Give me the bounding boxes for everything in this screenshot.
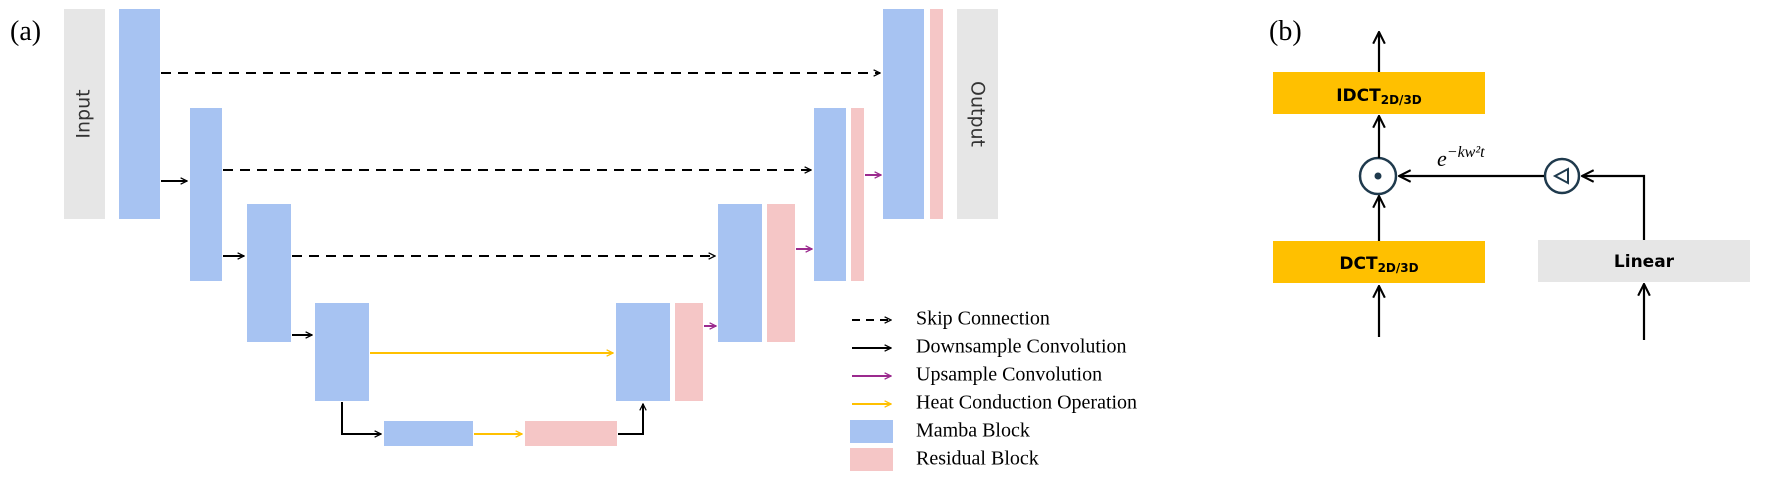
encoder-mamba-block-1	[119, 9, 160, 219]
downsample-convolutions	[161, 181, 643, 434]
bottleneck-up-arrow	[618, 404, 643, 435]
dct-subscript: 2D/3D	[1378, 261, 1419, 275]
linear-to-filter-arrow	[1582, 176, 1646, 240]
bottleneck-residual-block	[525, 421, 617, 446]
decoder-mamba-block-2	[814, 108, 846, 281]
idct-block: IDCT2D/3D	[1273, 72, 1485, 114]
downsample-arrow-4	[341, 402, 381, 434]
idct-subscript: 2D/3D	[1381, 93, 1422, 107]
legend-label-skip: Skip Connection	[916, 308, 1050, 330]
encoder-mamba-block-3	[247, 204, 291, 342]
decoder-residual-block-2	[851, 108, 864, 281]
dct-block: DCT2D/3D	[1273, 241, 1485, 283]
decoder-mamba-block-1	[883, 9, 924, 219]
decoder-residual-block-4	[675, 303, 703, 401]
decoder-mamba-block-3	[718, 204, 762, 342]
legend-label-mamba: Mamba Block	[916, 420, 1030, 442]
decoder-mamba-block-4	[616, 303, 670, 401]
legend-label-residual: Residual Block	[916, 448, 1039, 470]
legend-item-mamba: Mamba Block	[850, 420, 1030, 443]
legend-item-upsample: Upsample Convolution	[852, 364, 1102, 386]
legend-label-upsample: Upsample Convolution	[916, 364, 1102, 386]
input-label: Input	[73, 89, 95, 138]
svg-text:DCT2D/3D: DCT2D/3D	[1339, 254, 1418, 275]
input-box: Input	[64, 9, 105, 219]
linear-block: Linear	[1538, 240, 1750, 282]
panel-a-label: (a)	[10, 16, 41, 47]
decoder-residual-block-1	[930, 9, 943, 219]
legend-item-residual: Residual Block	[850, 448, 1039, 471]
skip-connections	[161, 73, 880, 256]
legend-item-skip: Skip Connection	[852, 308, 1050, 330]
legend-item-downsample: Downsample Convolution	[852, 336, 1127, 358]
decoder-residual-block-3	[767, 204, 795, 342]
upsample-convolutions	[704, 175, 881, 326]
multiply-icon	[1358, 156, 1398, 196]
legend-label-downsample: Downsample Convolution	[916, 336, 1127, 358]
output-label: Output	[967, 81, 989, 147]
linear-label: Linear	[1614, 252, 1675, 272]
legend-label-heat: Heat Conduction Operation	[916, 392, 1137, 414]
filter-icon	[1543, 157, 1581, 195]
legend: Skip Connection Downsample Convolution U…	[850, 308, 1137, 471]
encoder-mamba-block-4	[315, 303, 369, 401]
kernel-formula: e−kw²t	[1437, 144, 1485, 171]
dct-label: DCT	[1339, 254, 1378, 274]
panel-b-arrows	[1379, 32, 1644, 340]
encoder-mamba-block-2	[190, 108, 222, 281]
output-box: Output	[957, 9, 998, 219]
bottleneck-mamba-block	[384, 421, 473, 446]
legend-mamba-swatch	[850, 420, 893, 443]
idct-label: IDCT	[1336, 86, 1381, 106]
legend-item-heat: Heat Conduction Operation	[852, 392, 1137, 414]
legend-residual-swatch	[850, 448, 893, 471]
svg-text:IDCT2D/3D: IDCT2D/3D	[1336, 86, 1422, 107]
panel-b-label: (b)	[1269, 16, 1302, 47]
